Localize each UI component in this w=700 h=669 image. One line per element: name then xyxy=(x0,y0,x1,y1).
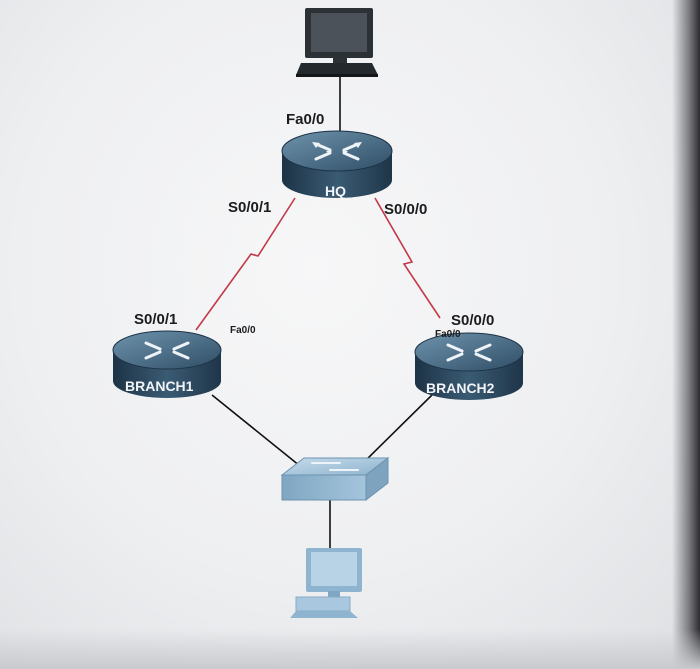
interface-label-hq-s-right: S0/0/0 xyxy=(384,201,427,218)
interface-label-branch2-s: S0/0/0 xyxy=(451,312,494,329)
pc-icon xyxy=(290,548,362,618)
ethernet-link-branch1-switch xyxy=(211,394,301,467)
switch-icon xyxy=(280,456,390,502)
interface-label-hq-fa: Fa0/0 xyxy=(286,111,324,128)
router-icon xyxy=(281,130,393,198)
serial-link-hq-branch2 xyxy=(374,197,441,319)
router-icon xyxy=(414,332,524,400)
interface-label-hq-s-left: S0/0/1 xyxy=(228,199,271,216)
interface-label-branch1-s: S0/0/1 xyxy=(134,311,177,328)
interface-label-branch2-fa: Fa0/0 xyxy=(435,329,461,340)
router-name-branch1: BRANCH1 xyxy=(125,378,194,394)
router-name-branch2: BRANCH2 xyxy=(426,380,495,396)
router-icon xyxy=(112,330,222,398)
serial-link-hq-branch1 xyxy=(195,197,296,331)
interface-label-branch1-fa: Fa0/0 xyxy=(230,325,256,336)
screen-edge-shadow xyxy=(672,0,700,669)
router-name-hq: HQ xyxy=(325,183,346,199)
ethernet-link-branch2-switch xyxy=(359,394,433,467)
screen-bottom-shadow xyxy=(0,629,700,669)
pc-icon xyxy=(296,8,378,77)
